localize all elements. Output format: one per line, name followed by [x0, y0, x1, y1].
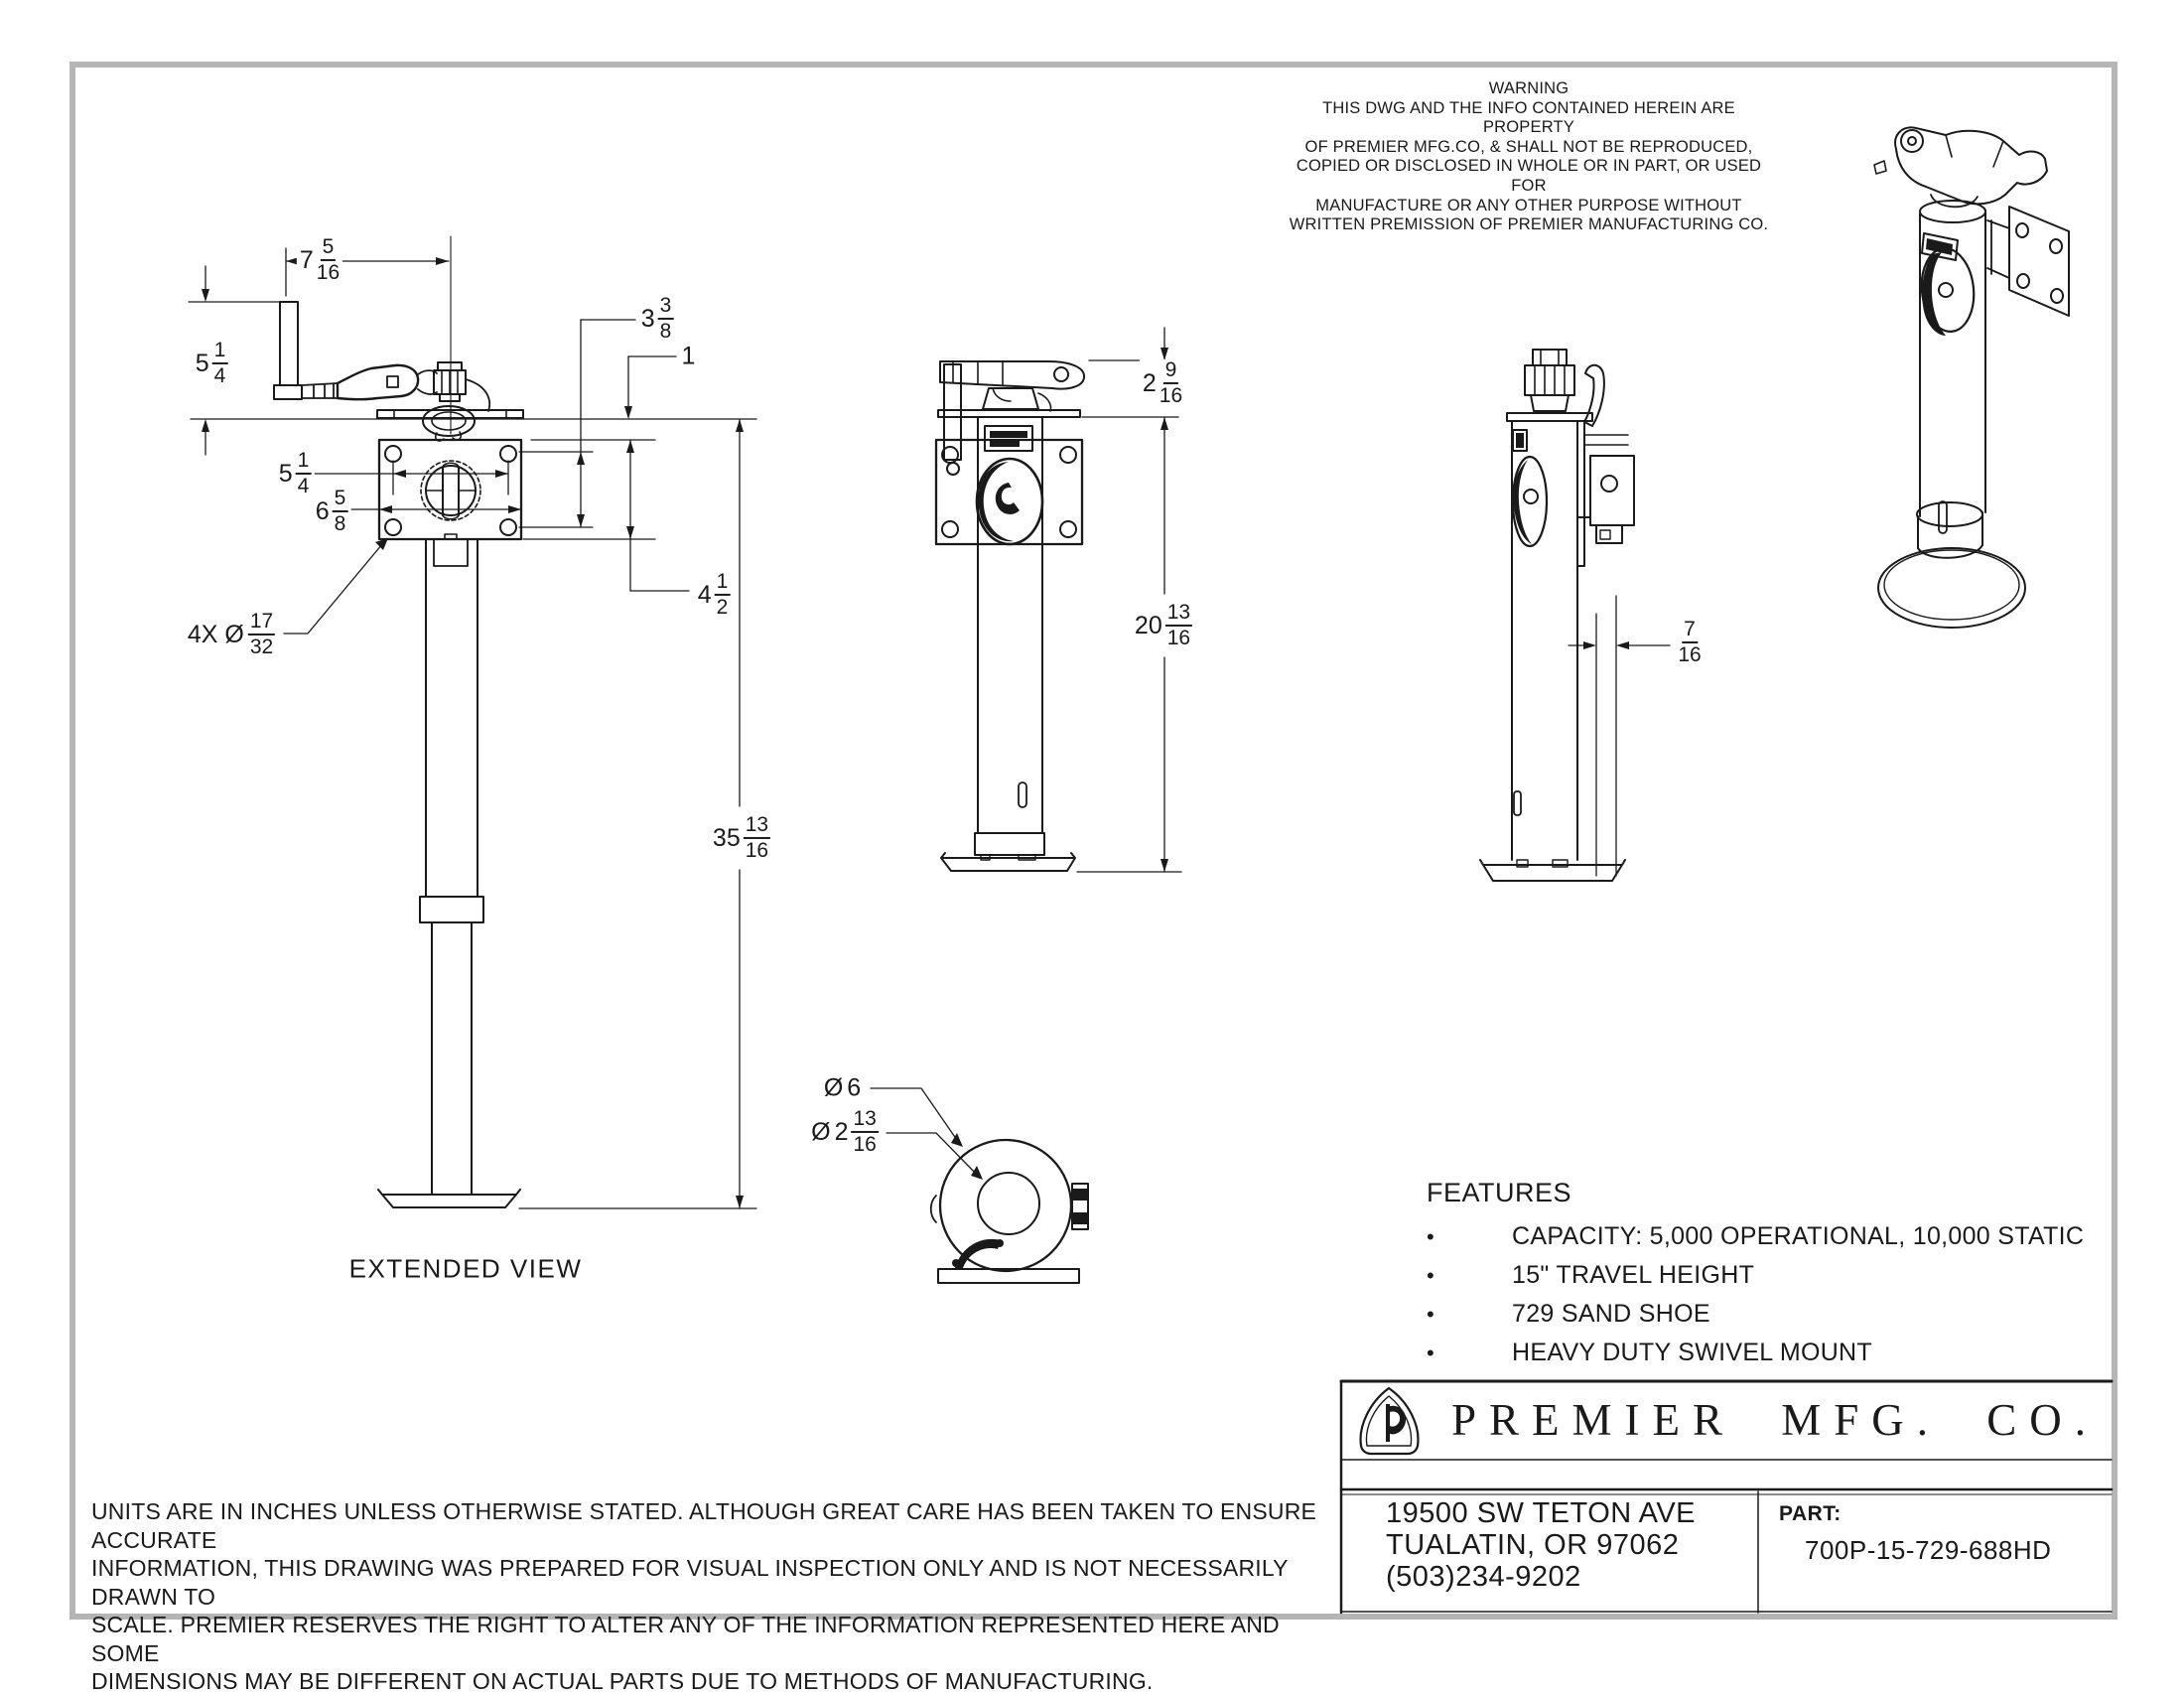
view-isometric — [1873, 126, 2070, 629]
view-side-dimension-lines — [1568, 595, 1671, 877]
view-retracted-dimension-lines — [1076, 327, 1182, 873]
dim-plate-top-offset: 1 — [678, 344, 702, 369]
view-sand-shoe-bottom — [929, 1138, 1089, 1284]
drawing-sheet — [69, 62, 2117, 1620]
bullet-icon: • — [1427, 1302, 1435, 1327]
bullet-icon: • — [1427, 1341, 1435, 1365]
features-title: FEATURES — [1427, 1178, 1572, 1207]
view-extended-dimension-lines — [188, 247, 757, 1209]
view-retracted-front — [934, 360, 1085, 872]
arrowheads-extended-view — [202, 257, 744, 1208]
view-extended-front — [273, 235, 524, 1208]
features-list: •CAPACITY: 5,000 OPERATIONAL, 10,000 STA… — [1427, 1222, 2121, 1367]
part-label: PART: — [1779, 1502, 1842, 1525]
part-number: 700P-15-729-688HD — [1805, 1535, 2052, 1565]
bullet-icon: • — [1427, 1263, 1435, 1288]
title-block-borders — [1339, 1379, 2114, 1615]
bullet-icon: • — [1427, 1224, 1435, 1249]
view-side — [1479, 349, 1635, 882]
features-section: FEATURES •CAPACITY: 5,000 OPERATIONAL, 1… — [1427, 1178, 2121, 1377]
arrowheads-sand-shoe — [951, 1133, 983, 1180]
feature-item: •15" TRAVEL HEIGHT — [1427, 1261, 1755, 1289]
arrowheads-side-view — [1583, 641, 1629, 649]
arrowheads-retracted-view — [1160, 348, 1168, 872]
feature-item: •CAPACITY: 5,000 OPERATIONAL, 10,000 STA… — [1427, 1222, 2085, 1250]
premier-p-shield-logo-icon — [1359, 1386, 1420, 1456]
extended-view-label: EXTENDED VIEW — [348, 1253, 583, 1284]
company-name: PREMIER MFG. CO. — [1450, 1395, 2100, 1445]
disclaimer-note: UNITS ARE IN INCHES UNLESS OTHERWISE STA… — [91, 1498, 1317, 1694]
feature-item: •729 SAND SHOE — [1427, 1300, 1710, 1328]
view-sand-shoe-leaders — [870, 1087, 983, 1180]
feature-item: •HEAVY DUTY SWIVEL MOUNT — [1427, 1339, 1872, 1366]
